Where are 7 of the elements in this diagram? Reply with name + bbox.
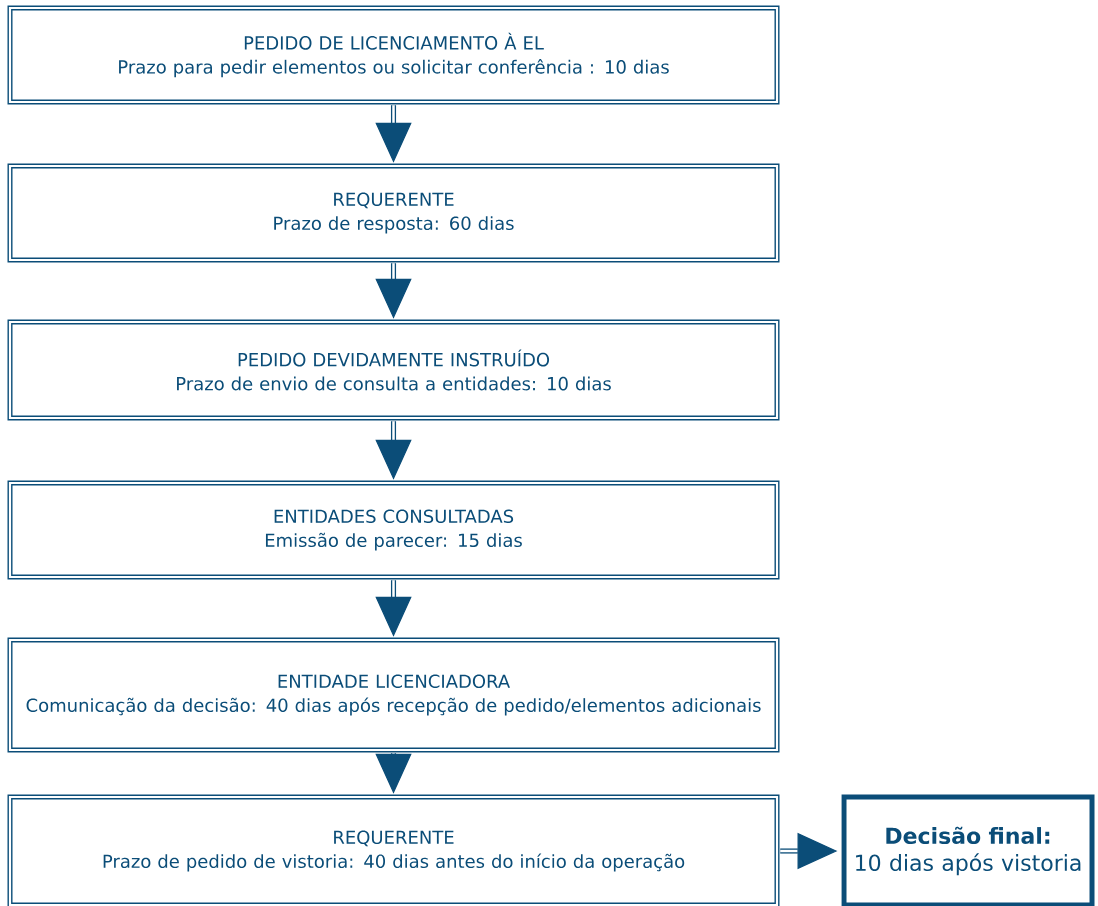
decision-box: Decisão final: 10 dias após vistoria	[841, 794, 1095, 906]
process-box: PEDIDO DE LICENCIAMENTO À EL Prazo para pedir elementos ou solicitar conferência : 10 dias	[7, 5, 780, 105]
process-box: ENTIDADES CONSULTADAS Emissão de parecer: 15 dias	[7, 480, 780, 580]
process-box: PEDIDO DEVIDAMENTE INSTRUÍDO Prazo de envio de consulta a entidades: 10 dias	[7, 319, 780, 421]
process-box: REQUERENTE Prazo de resposta: 60 dias	[7, 163, 780, 263]
process-box: REQUERENTE Prazo de pedido de vistoria: 40 dias antes do início da operação	[7, 794, 780, 906]
process-box: ENTIDADE LICENCIADORA Comunicação da decisão: 40 dias após recepção de pedido/elementos adicionais	[7, 637, 780, 753]
